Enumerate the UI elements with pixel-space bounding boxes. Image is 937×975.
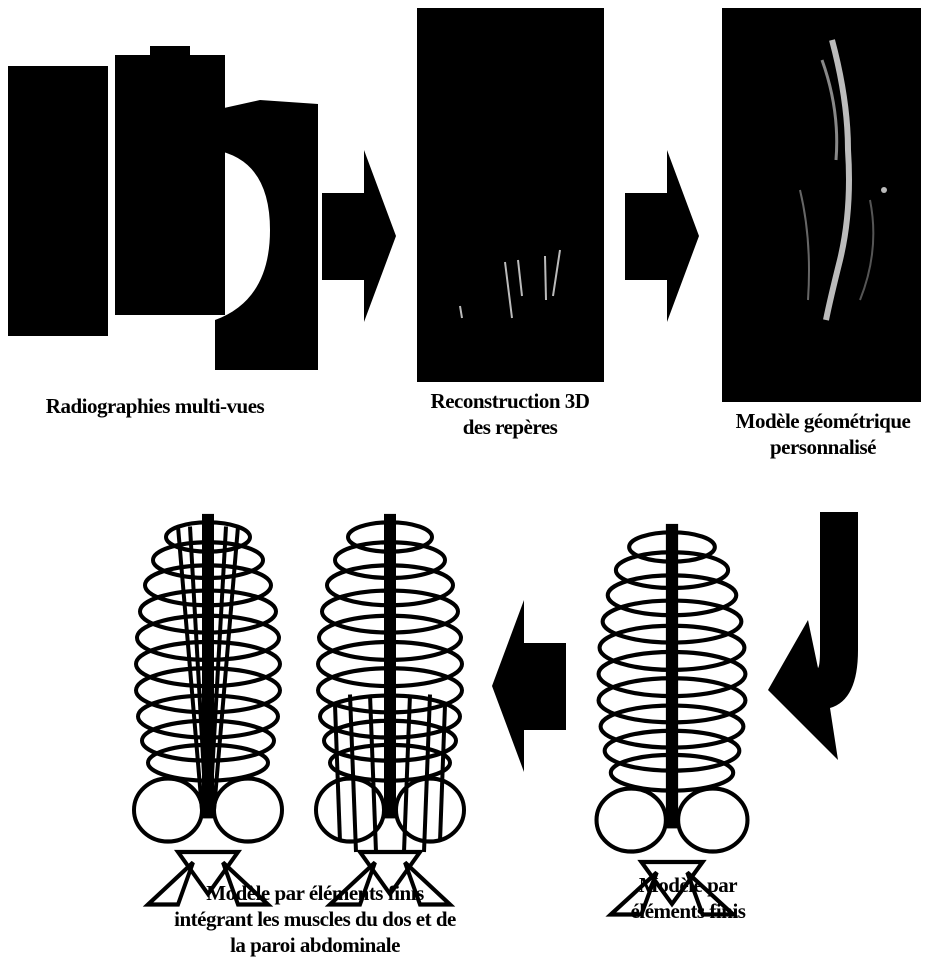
caption-fe-muscles: Modèle par éléments finis intégrant les … [120,880,510,958]
caption-geometric-line2: personnalisé [712,434,934,460]
fe-muscles-front-view [316,514,464,905]
caption-radiographs: Radiographies multi-vues [20,393,290,419]
caption-reconstruction-line1: Reconstruction 3D [405,388,615,414]
fe-model-image [597,524,748,915]
arrow-curved [768,512,858,760]
caption-reconstruction: Reconstruction 3D des repères [405,388,615,440]
caption-geometric: Modèle géométrique personnalisé [712,408,934,460]
fe-muscles-back-view [134,514,282,905]
reconstruction-image [417,8,604,382]
caption-fe-model: Modèle par éléments finis [608,872,768,924]
arrow-left [492,600,566,772]
caption-fe-muscles-line1: Modèle par éléments finis [120,880,510,906]
caption-radiographs-text: Radiographies multi-vues [46,394,264,418]
caption-reconstruction-line2: des repères [405,414,615,440]
caption-fe-model-line2: éléments finis [608,898,768,924]
geometric-model-image [722,8,921,402]
radiographs-image [8,46,318,370]
caption-fe-muscles-line2: intégrant les muscles du dos et de [120,906,510,932]
caption-fe-muscles-line3: la paroi abdominale [120,932,510,958]
arrow-right-2 [625,150,699,322]
caption-fe-model-line1: Modèle par [608,872,768,898]
caption-geometric-line1: Modèle géométrique [712,408,934,434]
arrow-right-1 [322,150,396,322]
